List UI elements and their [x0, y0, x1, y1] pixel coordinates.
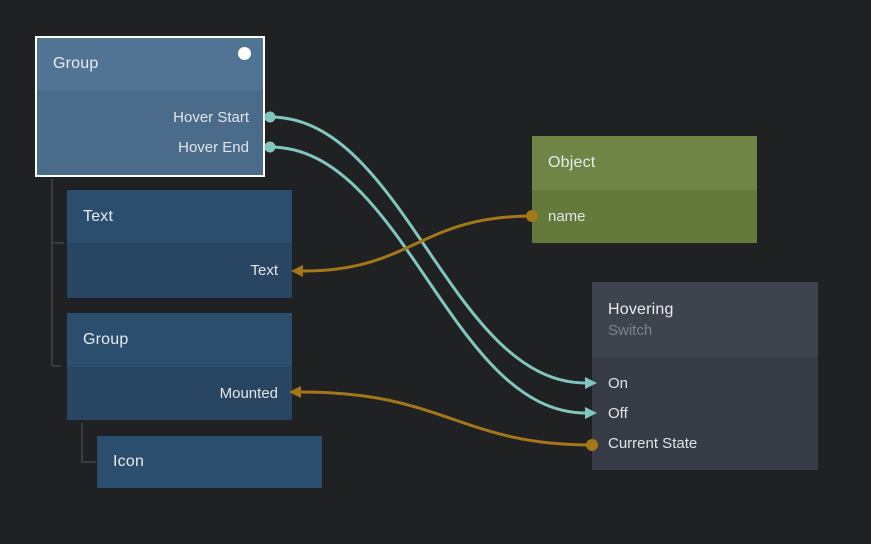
- node-title: Icon: [113, 453, 145, 470]
- port-mounted-input[interactable]: Mounted: [219, 384, 278, 402]
- node-title: Group: [83, 331, 129, 348]
- hierarchy-line-group-children: [51, 179, 64, 367]
- node-header[interactable]: Group: [37, 38, 263, 90]
- port-hover-end-output[interactable]: Hover End: [178, 138, 249, 156]
- port-hover-start-output[interactable]: Hover Start: [173, 108, 249, 126]
- port-off-input[interactable]: Off: [608, 404, 628, 422]
- node-body: name: [532, 190, 757, 243]
- port-dot-hover-end-icon[interactable]: [264, 141, 276, 153]
- port-on-input[interactable]: On: [608, 374, 629, 392]
- node-hovering[interactable]: Hovering Switch On Off Current State: [592, 282, 818, 470]
- arrowhead-text-icon: [291, 265, 303, 277]
- node-title: Group: [53, 55, 99, 72]
- node-title: Text: [83, 207, 114, 225]
- node-object[interactable]: Object name: [532, 136, 757, 243]
- node-subtitle: Switch: [608, 321, 653, 339]
- node-header[interactable]: Object: [532, 136, 757, 190]
- hierarchy-line-icon-child: [81, 423, 96, 463]
- node-header[interactable]: Icon: [97, 436, 322, 488]
- node-group-main[interactable]: Group Hover Start Hover End: [35, 36, 265, 177]
- wire-name-to-text[interactable]: [301, 214, 534, 273]
- node-body: On Off Current State: [592, 357, 818, 470]
- port-dot-hover-start-icon[interactable]: [264, 111, 276, 123]
- node-icon[interactable]: Icon: [97, 436, 322, 488]
- port-name-output[interactable]: name: [548, 207, 586, 225]
- selected-indicator-dot: [238, 47, 251, 60]
- port-text-input[interactable]: Text: [250, 261, 278, 279]
- node-header[interactable]: Text: [67, 190, 292, 243]
- node-group-child[interactable]: Group Mounted: [67, 313, 292, 420]
- node-body: Text: [67, 243, 292, 298]
- node-header[interactable]: Group: [67, 313, 292, 367]
- node-body: Hover Start Hover End: [37, 90, 263, 175]
- wire-current-state-to-mounted[interactable]: [299, 390, 594, 447]
- node-title: Hovering: [608, 300, 674, 318]
- port-current-state-output[interactable]: Current State: [608, 434, 698, 452]
- node-header[interactable]: Hovering Switch: [592, 282, 818, 357]
- node-title: Object: [548, 154, 596, 171]
- node-body: Mounted: [67, 367, 292, 420]
- node-text[interactable]: Text Text: [67, 190, 292, 298]
